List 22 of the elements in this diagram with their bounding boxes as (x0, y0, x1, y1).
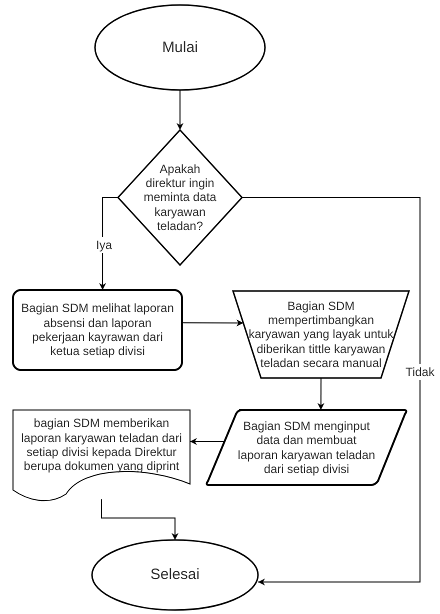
arrow (190, 438, 225, 445)
node-text: Bagian SDM menginput data dan membuat laporan karyawan teladan dari setiap divisi (236, 418, 376, 476)
decision-diamond (118, 130, 242, 265)
edge-label: Tidak (406, 364, 434, 380)
node-text: Bagian SDM melihat laporan absensi dan laporan pekerjaan kayrawan dari ketua setiap divisi (20, 301, 175, 359)
node-text: Selesai (150, 566, 200, 584)
end-terminal (92, 540, 258, 610)
arrow (101, 498, 178, 540)
node-text: bagian SDM memberikan laporan karyawan teladan dari setiap divisi kepada Direktur berupa dokumen yang diprint (20, 416, 183, 474)
data-parallelogram (205, 410, 408, 485)
node-text: Apakah direktur ingin meminta data karyawan teladan? (142, 162, 218, 234)
start-terminal (95, 5, 265, 90)
edge-label: Iya (96, 237, 112, 253)
arrow (176, 90, 184, 130)
arrow (317, 378, 324, 410)
arrow (182, 320, 244, 326)
process-box (13, 290, 182, 370)
arrow (99, 197, 118, 290)
node-text: Mulai (162, 38, 198, 56)
arrow (242, 197, 420, 586)
document-shape (13, 410, 190, 502)
node-text: Bagian SDM mempertimbangkan karyawan yang layak untuk diberikan tittle karyawan teladan secara manual (248, 298, 394, 370)
